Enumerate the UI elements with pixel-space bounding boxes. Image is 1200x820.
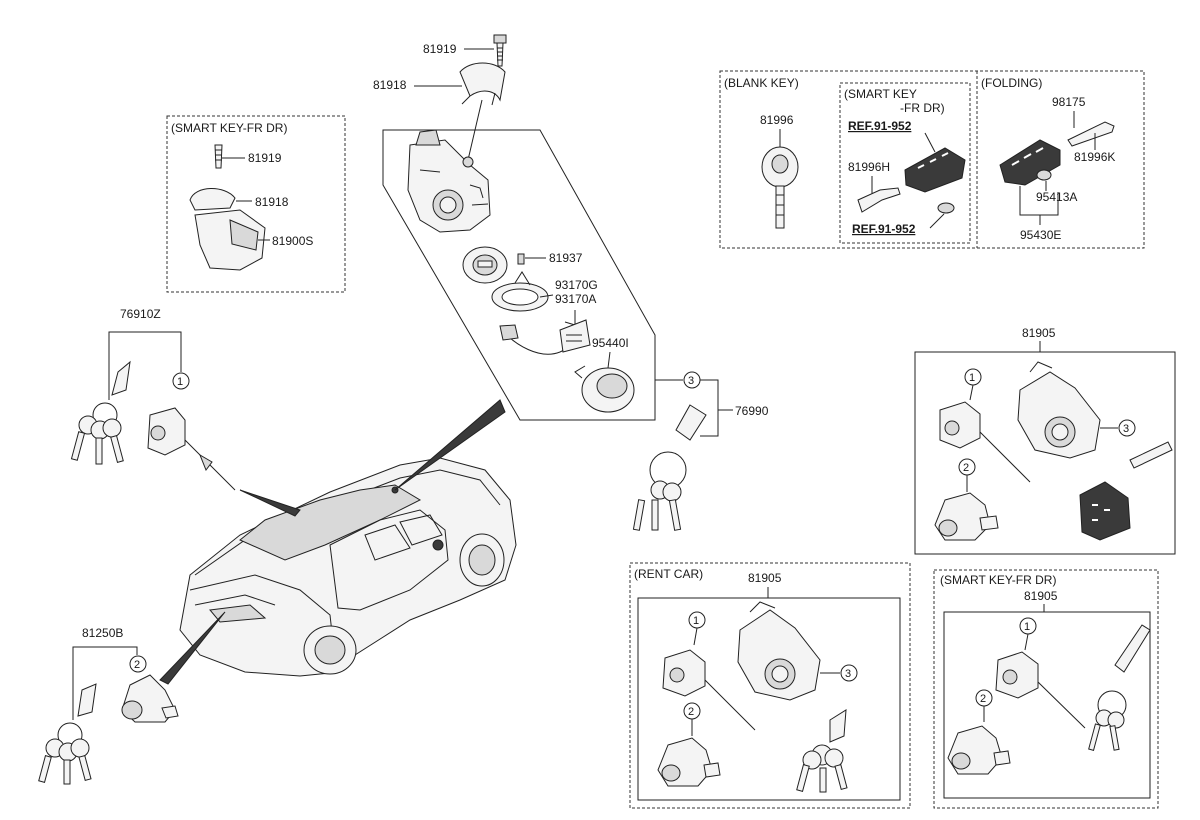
smart-key-fob-icon bbox=[904, 147, 966, 193]
wire-harness-icon bbox=[499, 319, 591, 355]
bolt-81919-icon bbox=[493, 34, 507, 67]
callout-1-smartkey: 1 bbox=[1024, 621, 1030, 633]
trunk-lock-right-icon bbox=[934, 492, 999, 541]
part-number-81919-smart: 81919 bbox=[248, 151, 282, 165]
pointer-to-ignition bbox=[394, 399, 506, 491]
ignition-lock-right-icon bbox=[1017, 361, 1101, 459]
box-smart-key-fr-dr-bottom bbox=[933, 569, 1159, 809]
box-title-rent-car: (RENT CAR) bbox=[634, 567, 703, 581]
reference-link-bottom[interactable]: REF.91-952 bbox=[852, 222, 916, 236]
key-fob-right-icon bbox=[1079, 441, 1173, 541]
callout-1-rent: 1 bbox=[693, 615, 699, 627]
part-number-76990: 76990 bbox=[735, 404, 769, 418]
ignition-assembly-group: 81919 81918 81937 bbox=[373, 34, 769, 531]
part-number-81996: 81996 bbox=[760, 113, 794, 127]
door-lock-cylinder-right-icon bbox=[939, 401, 1031, 483]
box-title-blank-key: (BLANK KEY) bbox=[724, 76, 799, 90]
blank-key-icon bbox=[761, 146, 799, 229]
trunk-lock-cylinder-icon bbox=[121, 674, 179, 723]
screw-81937-icon bbox=[517, 253, 525, 265]
callout-1-left bbox=[172, 372, 190, 390]
part-number-98175: 98175 bbox=[1052, 95, 1086, 109]
part-number-81937: 81937 bbox=[549, 251, 583, 265]
key-set-76990-icon bbox=[632, 404, 707, 531]
box-keys-outer bbox=[719, 70, 1145, 249]
callout-2-rent: 2 bbox=[688, 706, 694, 718]
key-set-rent-icon bbox=[796, 709, 848, 793]
car-illustration bbox=[179, 457, 517, 677]
box-title-smart-key-fr-dr-top: (SMART KEY-FR DR) bbox=[171, 121, 287, 135]
part-number-93170A: 93170A bbox=[555, 292, 596, 306]
part-number-81250B: 81250B bbox=[82, 626, 123, 640]
door-lock-smartkey-icon bbox=[995, 651, 1086, 729]
box-smart-key-inner-bottom bbox=[943, 611, 1151, 799]
part-number-81919: 81919 bbox=[423, 42, 457, 56]
callout-3-rent: 3 bbox=[845, 668, 851, 680]
emergency-key-icon bbox=[857, 187, 901, 213]
folding-key-fob-icon bbox=[999, 139, 1061, 186]
part-number-81996H: 81996H bbox=[848, 160, 890, 174]
folding-battery-icon bbox=[1036, 169, 1052, 181]
part-number-95430E: 95430E bbox=[1020, 228, 1061, 242]
box-smart-key-inner bbox=[839, 82, 971, 244]
callout-2-left bbox=[129, 655, 147, 673]
key-set-smartkey-icon bbox=[1088, 624, 1151, 751]
ring-93170G-icon bbox=[491, 271, 549, 312]
trunk-lock-rent-icon bbox=[657, 737, 721, 787]
assembly-boundary bbox=[382, 129, 656, 421]
box-81905-right bbox=[914, 351, 1176, 555]
part-number-95440I: 95440I bbox=[592, 336, 629, 350]
callout-1-left-label: 1 bbox=[177, 376, 183, 388]
ignition-lock-body-icon bbox=[407, 129, 491, 233]
part-number-81905-rent: 81905 bbox=[748, 571, 782, 585]
part-number-81905-right: 81905 bbox=[1022, 326, 1056, 340]
box-title-smart-key-b: -FR DR) bbox=[900, 101, 945, 115]
box-smart-key-fr-dr-top bbox=[166, 115, 346, 293]
callout-2-right: 2 bbox=[963, 462, 969, 474]
battery-icon bbox=[937, 202, 955, 214]
part-number-81900S: 81900S bbox=[272, 234, 313, 248]
part-number-81918: 81918 bbox=[373, 78, 407, 92]
bracket-81918-icon bbox=[459, 62, 506, 106]
key-set-81250B-icon bbox=[38, 683, 97, 785]
box-rent-car-inner bbox=[637, 597, 901, 801]
door-lock-rent-icon bbox=[662, 649, 756, 731]
lock-cylinder-icon bbox=[462, 246, 508, 284]
pointer-to-trunk bbox=[159, 611, 226, 685]
box-title-smart-key-fr-dr-bottom: (SMART KEY-FR DR) bbox=[940, 573, 1056, 587]
trunk-lock-smartkey-icon bbox=[947, 725, 1011, 775]
callout-1-right: 1 bbox=[969, 372, 975, 384]
part-number-95413A: 95413A bbox=[1036, 190, 1077, 204]
box-title-folding: (FOLDING) bbox=[981, 76, 1042, 90]
box-rent-car bbox=[629, 562, 911, 809]
part-number-81996K: 81996K bbox=[1074, 150, 1115, 164]
callout-3-label: 3 bbox=[688, 375, 694, 387]
part-number-93170G: 93170G bbox=[555, 278, 598, 292]
ignition-lock-rent-icon bbox=[737, 601, 821, 701]
part-number-76910Z: 76910Z bbox=[120, 307, 161, 321]
callout-2-smartkey: 2 bbox=[980, 693, 986, 705]
callout-3-right: 3 bbox=[1123, 423, 1129, 435]
pointer-to-door bbox=[239, 489, 301, 517]
box-title-smart-key-a: (SMART KEY bbox=[844, 87, 917, 101]
key-set-76910Z-icon bbox=[70, 360, 131, 465]
folding-blade-icon bbox=[1067, 121, 1115, 147]
antenna-coil-icon bbox=[574, 365, 635, 413]
part-number-81918-smart: 81918 bbox=[255, 195, 289, 209]
smart-key-door-lock-icon bbox=[189, 144, 266, 271]
reference-link-top[interactable]: REF.91-952 bbox=[848, 119, 912, 133]
door-lock-cylinder-left-icon bbox=[147, 407, 236, 491]
callout-2-left-label: 2 bbox=[134, 659, 140, 671]
part-number-81905-smartkey: 81905 bbox=[1024, 589, 1058, 603]
